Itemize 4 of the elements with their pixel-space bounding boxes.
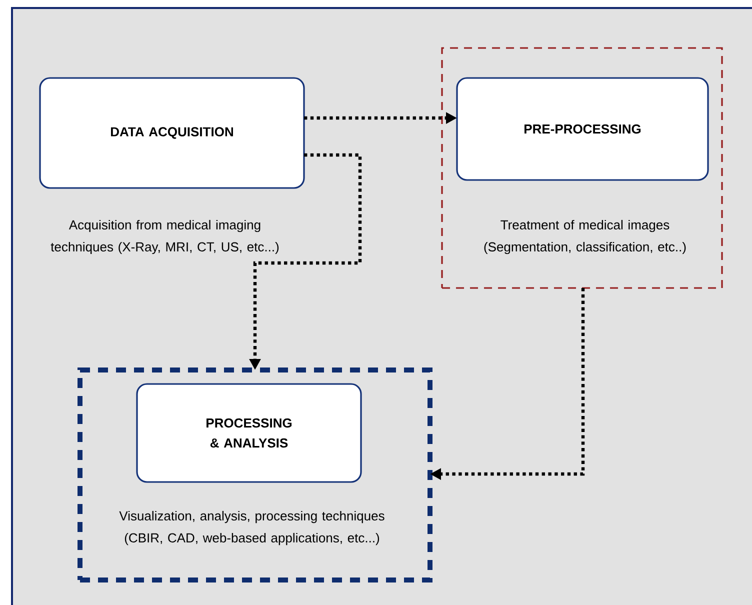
description-text: Acquisition from medical imaging techniques (X-Ray, MRI, CT, US, etc...)	[50, 220, 279, 254]
process-box: DATA ACQUISITION	[39, 77, 305, 189]
process-box: PROCESSING & ANALYSIS	[136, 383, 362, 483]
process-box: PRE-PROCESSING	[456, 77, 709, 181]
